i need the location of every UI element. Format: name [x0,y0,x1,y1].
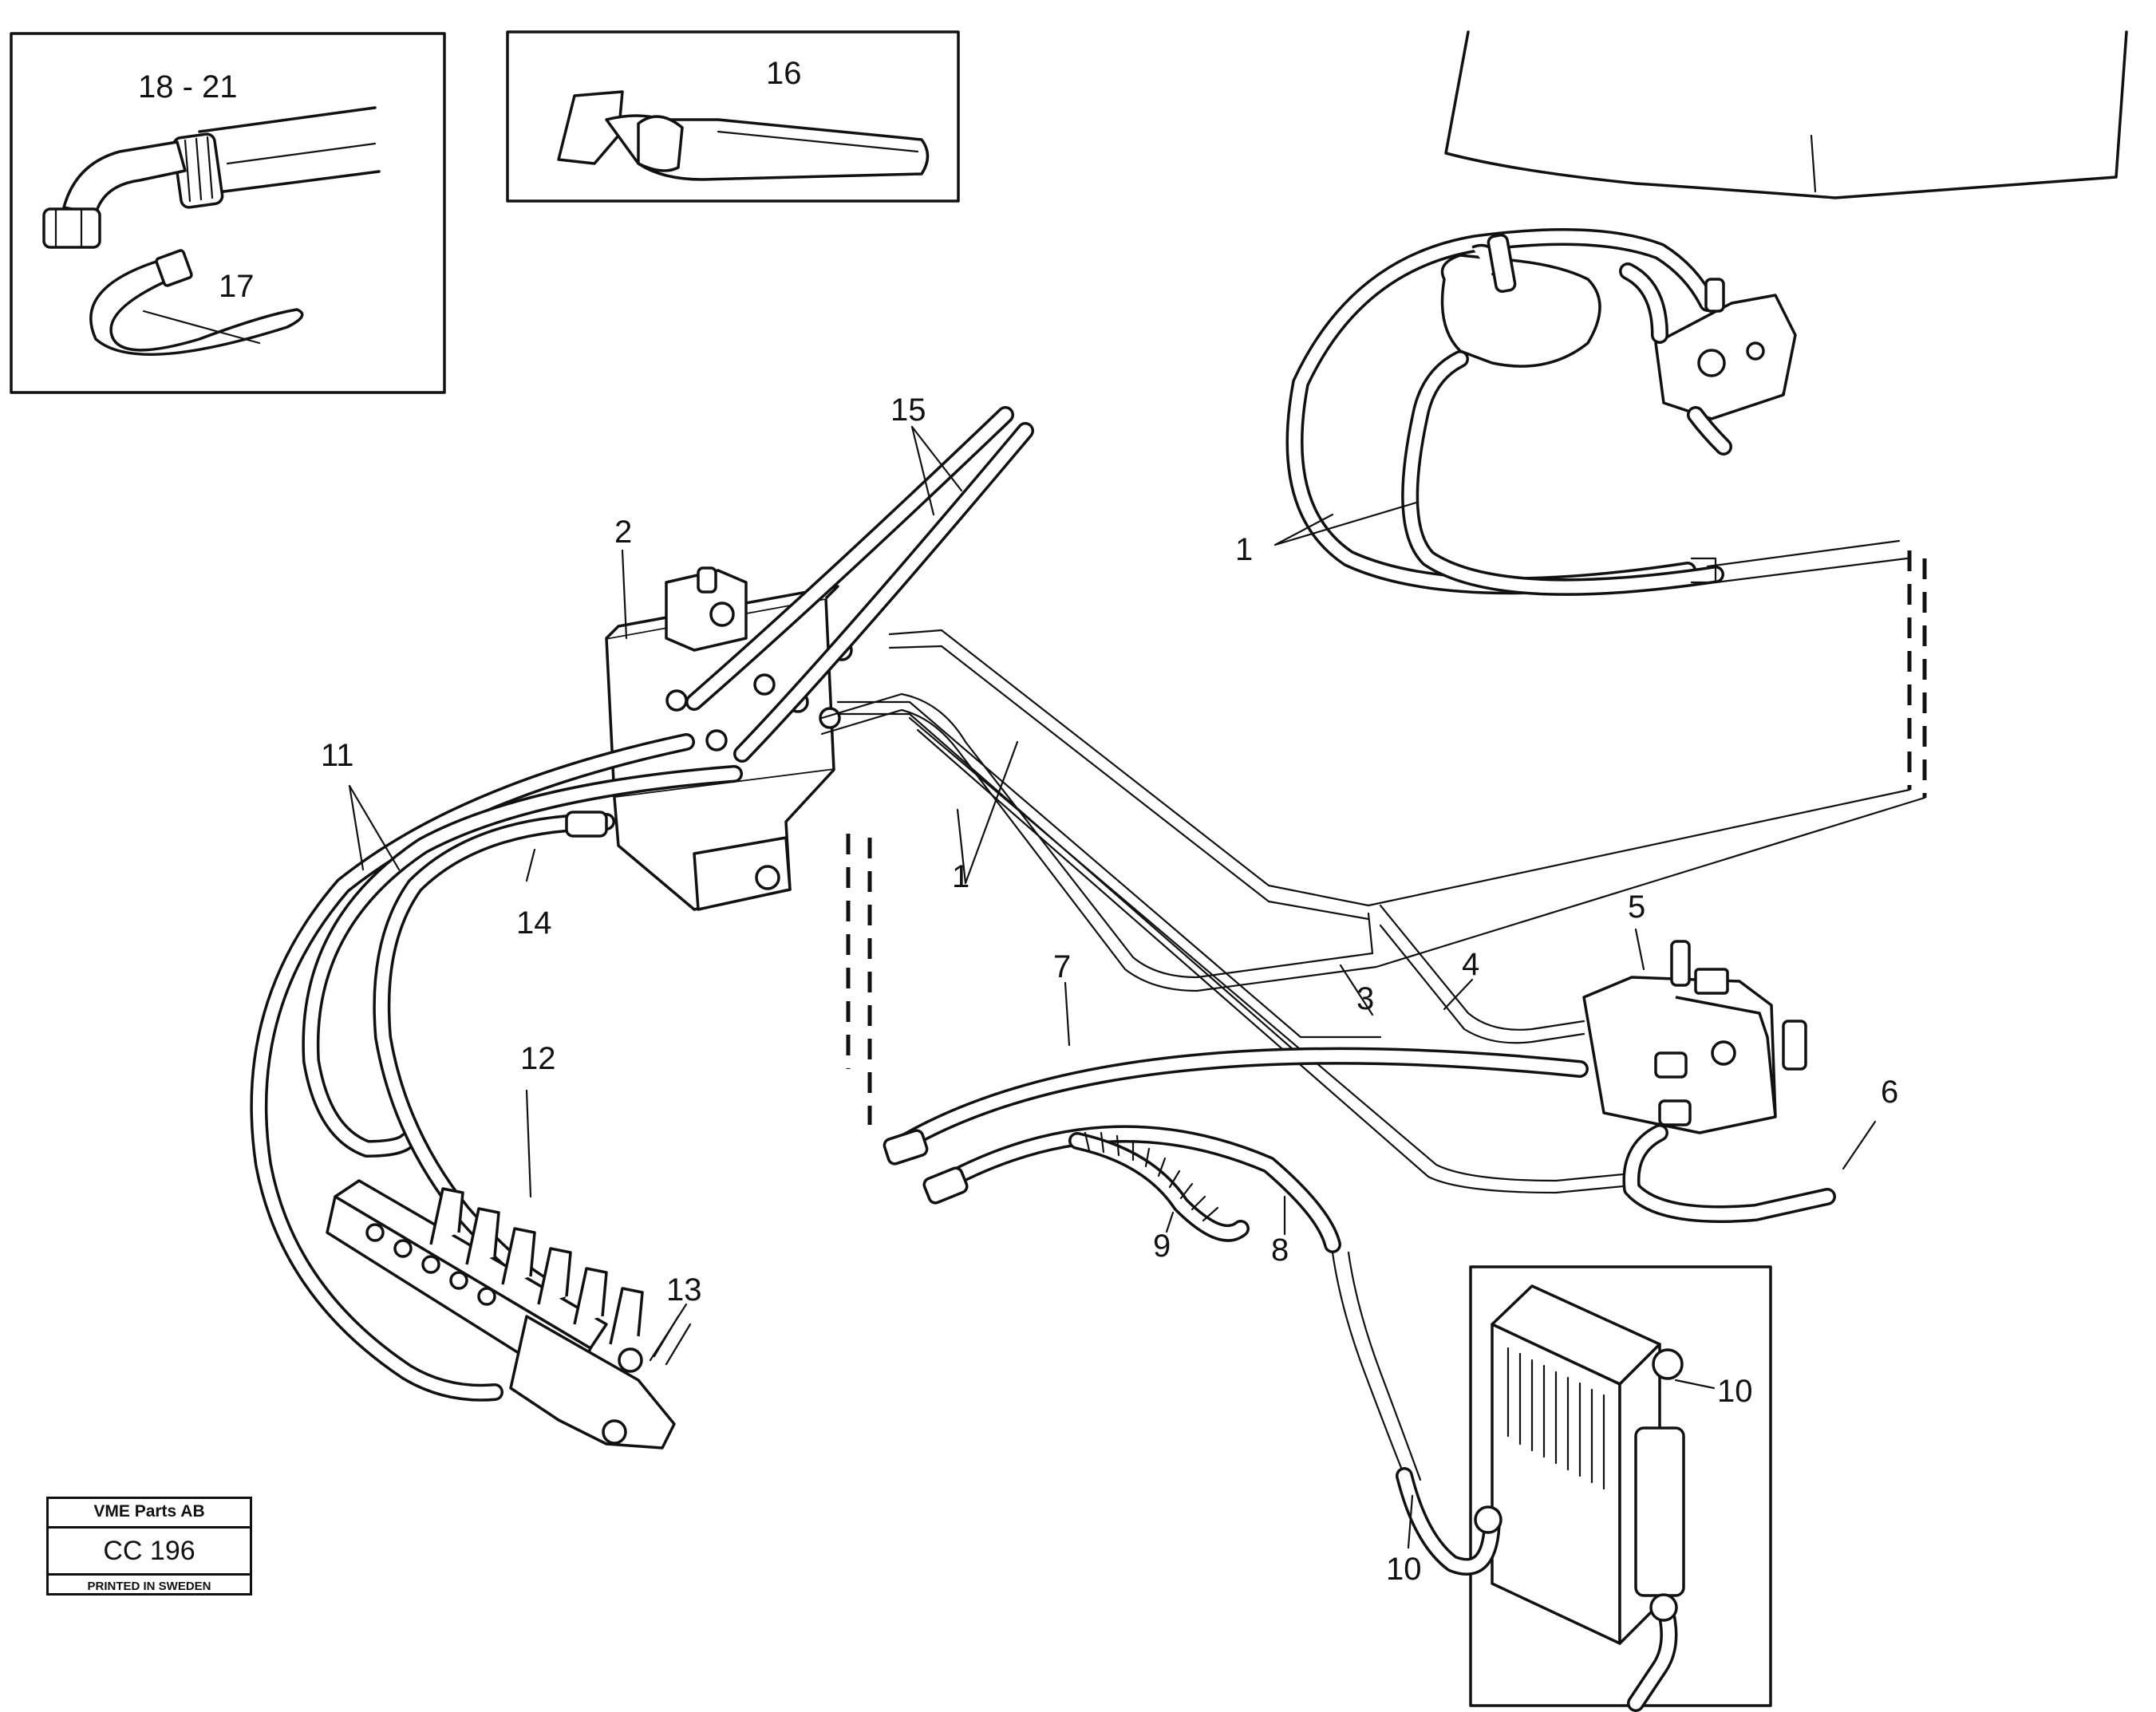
callout-4: 4 [1462,947,1479,982]
callout-18-21: 18 - 21 [138,69,238,105]
hoses-15 [685,406,1034,763]
callout-2: 2 [614,515,632,550]
callout-6: 6 [1881,1075,1898,1110]
callout-16: 16 [766,56,802,91]
callout-5: 5 [1628,890,1645,925]
callout-labels: 18 - 21 16 17 15 1 2 11 1 14 5 4 7 3 12 … [138,56,1898,1587]
leader-lines [348,425,1877,1549]
brake-valve-right [1619,262,1797,456]
callout-7: 7 [1053,949,1071,984]
callout-10-left: 10 [1386,1552,1422,1587]
hose-1-upper-loop [1285,228,1909,596]
callout-8: 8 [1271,1233,1289,1268]
publisher-stamp: VME Parts AB CC 196 PRINTED IN SWEDEN [46,1497,252,1596]
oil-cooler-inset [1396,1265,1772,1712]
callout-13: 13 [666,1272,702,1308]
cab-outline [1444,30,2128,199]
valve-5 [1582,940,1836,1223]
callout-15: 15 [890,392,926,428]
stamp-printed: PRINTED IN SWEDEN [87,1580,211,1593]
callout-3: 3 [1356,981,1374,1016]
callout-9: 9 [1153,1229,1171,1264]
callout-1-upper: 1 [1235,532,1253,567]
stamp-company: VME Parts AB [49,1499,250,1529]
callout-17: 17 [219,269,255,304]
callout-12: 12 [520,1041,556,1076]
inset-clip [506,30,960,203]
stamp-code: CC 196 [49,1529,250,1576]
dashed-connectors [846,550,1927,1125]
hoses-7-8 [883,1047,1589,1481]
distribution-block-12 [326,1179,692,1450]
inset-fitting-clamp [10,32,446,394]
callout-1-lower: 1 [952,859,969,894]
control-valve-block [605,566,853,911]
callout-10-right: 10 [1717,1374,1753,1409]
callout-11: 11 [321,738,354,773]
hose-4 [1379,904,1585,1044]
pedal-valve [1440,233,1601,368]
callout-14: 14 [516,905,552,941]
spiral-guard-9 [1068,1131,1250,1242]
